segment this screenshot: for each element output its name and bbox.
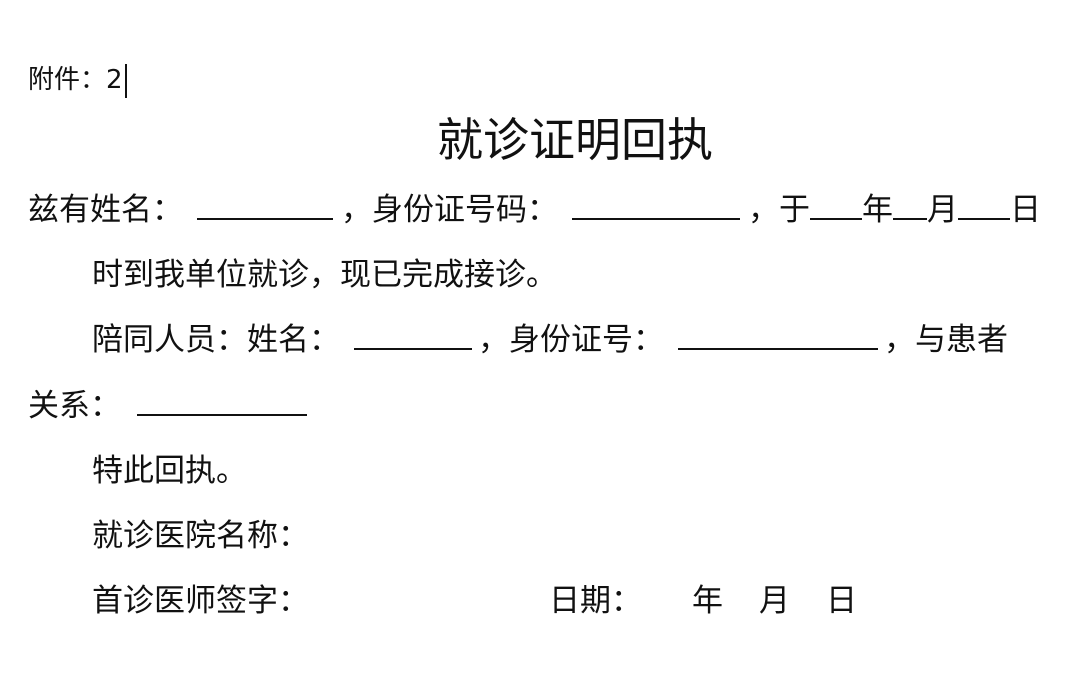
visit-year-label: 年 bbox=[862, 192, 893, 228]
companion-line: 陪同人员：姓名： ，身份证号： ，与患者 bbox=[92, 320, 1008, 360]
visit-year-blank[interactable] bbox=[810, 194, 862, 220]
patient-name-blank[interactable] bbox=[197, 194, 333, 220]
sign-year-label: 年 bbox=[692, 583, 723, 619]
companion-name-blank[interactable] bbox=[354, 324, 472, 350]
relation-blank[interactable] bbox=[137, 390, 307, 416]
patient-id-blank[interactable] bbox=[572, 194, 740, 220]
signature-line: 首诊医师签字： 日期： 年月日 bbox=[92, 581, 857, 621]
patient-info-line: 兹有姓名： ，身份证号码： ，于 年月 日 bbox=[28, 190, 1041, 230]
date-prefix: ，于 bbox=[748, 192, 810, 228]
visit-day-blank[interactable] bbox=[958, 194, 1010, 220]
document-title: 就诊证明回执 bbox=[437, 113, 713, 167]
date-label: 日期： bbox=[549, 583, 642, 619]
doctor-sign-label: 首诊医师签字： bbox=[92, 583, 309, 619]
patient-name-label: 兹有姓名： bbox=[28, 192, 183, 228]
visit-statement: 时到我单位就诊，现已完成接诊。 bbox=[92, 257, 557, 293]
attachment-line: 附件：2 bbox=[28, 62, 127, 98]
visit-day-label: 日 bbox=[1010, 192, 1041, 228]
hospital-name-label: 就诊医院名称： bbox=[92, 518, 309, 554]
relation-label: 关系： bbox=[28, 388, 121, 424]
companion-name-label: 陪同人员：姓名： bbox=[92, 322, 340, 358]
attachment-label: 附件： bbox=[28, 65, 107, 95]
sign-day-label: 日 bbox=[826, 583, 857, 619]
relation-prefix: ，与患者 bbox=[884, 322, 1008, 358]
companion-id-blank[interactable] bbox=[678, 324, 878, 350]
visit-month-label: 月 bbox=[927, 192, 958, 228]
patient-id-label: ，身份证号码： bbox=[341, 192, 558, 228]
attachment-number[interactable]: 2 bbox=[106, 65, 123, 95]
relation-line: 关系： bbox=[28, 386, 307, 426]
visit-month-blank[interactable] bbox=[893, 194, 927, 220]
text-cursor bbox=[124, 63, 127, 98]
companion-id-label: ，身份证号： bbox=[478, 322, 664, 358]
closing-text: 特此回执。 bbox=[92, 453, 247, 489]
sign-month-label: 月 bbox=[759, 583, 790, 619]
